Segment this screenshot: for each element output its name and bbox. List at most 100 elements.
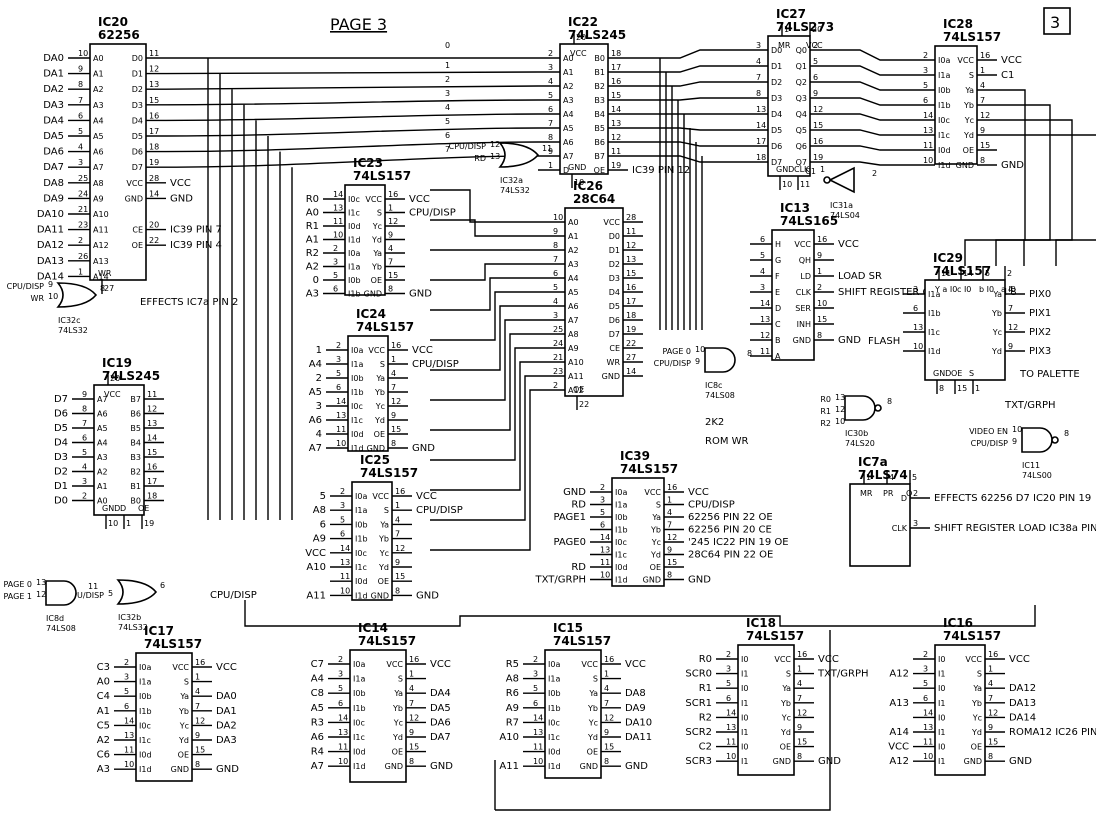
net-label: CPU/DISP [688, 500, 735, 511]
pin-number: 1 [409, 670, 414, 679]
net-label: D3 [54, 452, 68, 463]
net-label: C3 [97, 662, 110, 673]
pin-name: H [775, 240, 781, 249]
pin-number: 4 [604, 684, 609, 693]
pin-name: A11 [93, 226, 109, 235]
pin-number: 5 [336, 369, 341, 378]
pin-number: 14 [600, 533, 610, 542]
chip-ref: IC39 [620, 449, 650, 463]
pin-name: GND [793, 336, 811, 345]
net-label: DA5 [43, 131, 64, 142]
chip-ic25: IC2574LS157I0a25I1a3A8I0b56I1b6A9I0c14VC… [305, 453, 463, 601]
net-label: RD [571, 500, 586, 511]
pin-number: 1 [548, 161, 553, 170]
net-label: VCC [818, 654, 839, 665]
pin-number: 11 [333, 217, 343, 226]
pin-name: D1 [132, 70, 143, 79]
pin-name: B7 [130, 395, 141, 404]
pin-number: 11 [726, 738, 736, 747]
pin-name: GND [568, 163, 586, 172]
pin-number: 22 [626, 339, 636, 348]
chip-body [934, 644, 986, 776]
pin-number: 15 [195, 746, 205, 755]
pin-number: 14 [147, 434, 157, 443]
pin-name: Ya [992, 290, 1002, 299]
pin-name: Ya [179, 692, 189, 701]
pin-name: A11 [568, 372, 584, 381]
gate-body [498, 142, 540, 168]
pin-number: 10 [48, 292, 58, 301]
pin-number: 2 [923, 51, 928, 60]
pin-name: B3 [130, 453, 141, 462]
net-label: GND [216, 764, 239, 775]
net-label: DA5 [430, 703, 451, 714]
pin-name: GND [125, 194, 143, 203]
net-label: D2 [54, 467, 68, 478]
pin-number: 4 [988, 679, 993, 688]
pin-name: Yc [588, 718, 598, 727]
to-palette-label: TO PALETTE [1019, 369, 1080, 380]
net-label: DA12 [1009, 683, 1036, 694]
pin-name: I1b [928, 309, 941, 318]
pin-name: OE [374, 430, 385, 439]
pin-name: I0a [355, 492, 367, 501]
pin-name: VCC [644, 488, 661, 497]
data-bus-line [628, 81, 746, 87]
pin-number: 3 [913, 285, 918, 294]
net-label: 28C64 PIN 22 OE [688, 550, 773, 561]
pin-number: 16 [813, 137, 823, 146]
chip-ref: IC27 [776, 7, 806, 21]
page-number: 3 [1050, 13, 1060, 32]
pin-number: 3 [340, 501, 345, 510]
pin-name: I1d [355, 591, 368, 600]
pin-number: 9 [78, 65, 83, 74]
pin-number: 10 [835, 417, 845, 426]
net-label: A1 [306, 235, 319, 246]
net-label: GND [1001, 160, 1024, 171]
pin-name: I0d [139, 751, 152, 760]
cpu-disp-net [244, 600, 1036, 627]
misc-labels: EFFECTS IC7a PIN 2 ROM WR 2K2 FLASH TO P… [140, 297, 1080, 601]
net-label: R4 [311, 747, 324, 758]
bus-number: 0 [445, 41, 450, 50]
pin-number: 5 [333, 271, 338, 280]
chip-body [349, 649, 407, 783]
data-bus-line [628, 65, 746, 73]
pin-number: 9 [395, 558, 400, 567]
net-label: CPU/DISP [409, 208, 456, 219]
pin-number: 8 [78, 80, 83, 89]
net-label: VCC [305, 548, 326, 559]
pin-name: I1d [139, 765, 152, 774]
net-label: A5 [311, 703, 324, 714]
pin-name: B1 [594, 68, 605, 77]
net-label: C2 [699, 742, 712, 753]
pin-number: 10 [782, 180, 792, 189]
pin-name: I0a [615, 488, 627, 497]
net-label: A11 [306, 590, 326, 601]
gate-input-label: VIDEO EN [969, 427, 1008, 436]
net-label: A7 [309, 443, 322, 454]
net-label: GND [412, 443, 435, 454]
pin-name: Ya [372, 249, 382, 258]
pin-name: I0 [938, 713, 945, 722]
pin-name: A9 [93, 194, 104, 203]
pin-name: I1c [351, 416, 363, 425]
pin-number: 10 [338, 757, 348, 766]
chip-part: 74LS157 [746, 629, 804, 643]
pin-name: D3 [609, 274, 620, 283]
latch-line [830, 49, 913, 61]
net-label: DA13 [1009, 698, 1036, 709]
pin-name: GND [364, 290, 382, 299]
pin-name: D [901, 494, 907, 503]
pin-number: 1 [667, 496, 672, 505]
pin-name: Ya [972, 684, 982, 693]
chip-part: 74LS165 [780, 214, 838, 228]
pin-number: 12 [147, 405, 157, 414]
chip-body [767, 35, 811, 177]
pin-name: Ya [588, 689, 598, 698]
pin-name: A8 [93, 179, 104, 188]
pin-name: I0a [351, 346, 363, 355]
net-label: DA12 [37, 240, 64, 251]
pin-name: Yd [963, 131, 974, 140]
